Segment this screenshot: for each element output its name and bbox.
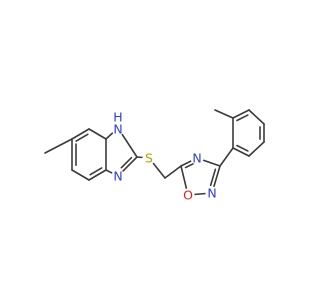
atom-n1-bg <box>111 122 125 136</box>
bond-benz-2 <box>88 128 107 140</box>
atom-s: S <box>142 151 156 166</box>
bond-benz-1 <box>71 128 90 140</box>
bond-benz-4-double <box>89 167 103 176</box>
bond-ch2-c5 <box>164 165 182 179</box>
atom-n4-bg <box>190 151 204 165</box>
bond-ox-1 <box>180 159 193 167</box>
bond-im-1 <box>105 131 115 140</box>
bond-s-ch2 <box>151 161 166 179</box>
bond-benz-1-double <box>75 133 89 142</box>
bond-ox-5 <box>180 165 188 190</box>
atom-n1-text: N <box>113 122 122 137</box>
bond-im-2 <box>120 132 138 158</box>
bond-ox-1-double <box>184 162 195 169</box>
bond-c2-s <box>136 156 144 159</box>
atom-n4: N <box>190 151 204 166</box>
atom-n3-bg <box>111 169 125 183</box>
bond-ox-4 <box>193 192 207 196</box>
bond-im-3 <box>121 156 138 173</box>
bond-ph-4 <box>248 109 265 125</box>
atom-o1: O <box>181 188 195 203</box>
atom-h1-text: H <box>113 110 122 125</box>
atom-o1-text: O <box>183 188 193 203</box>
atom-n2-bg <box>205 186 219 200</box>
bond-methyl-2 <box>214 109 234 119</box>
bond-im-4 <box>105 169 114 175</box>
bond-benz-4 <box>88 169 107 181</box>
bond-im-3-double <box>120 156 133 169</box>
bond-ph-2 <box>248 141 265 157</box>
atom-n3-text: N <box>113 169 122 184</box>
bond-ph-5 <box>232 109 250 119</box>
atom-n3: N <box>111 169 125 184</box>
bond-ox-3 <box>212 165 221 189</box>
atom-o1-bg <box>181 188 195 202</box>
bond-methyl-1 <box>44 138 73 154</box>
atom-s-bg <box>142 151 156 165</box>
atom-n4-text: N <box>192 151 201 166</box>
bond-ph-5-double <box>236 114 249 122</box>
bond-ph-1-double <box>236 144 249 152</box>
atom-n2-text: N <box>207 186 216 201</box>
bond-ox-phenyl <box>219 147 234 167</box>
atom-s-text: S <box>145 151 153 166</box>
bond-benz-5 <box>71 169 90 181</box>
atom-n2: N <box>205 186 219 201</box>
bond-ph-1 <box>232 147 250 157</box>
bond-ox-2 <box>201 159 221 167</box>
bond-ox-3-double <box>209 168 217 187</box>
atom-n1: N <box>111 122 125 137</box>
